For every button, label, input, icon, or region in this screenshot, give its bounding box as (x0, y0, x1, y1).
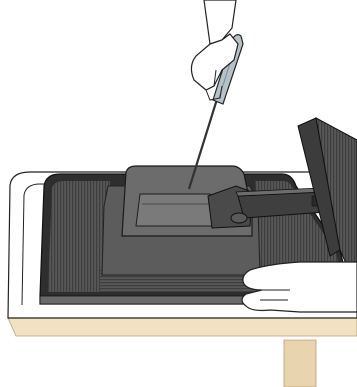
hand-bottom-shape (242, 262, 357, 312)
hand-top (191, 0, 238, 100)
hinge-pivot (231, 213, 247, 223)
table-front-edge (8, 318, 357, 336)
hand-bottom (242, 262, 357, 312)
table-leg (284, 340, 316, 387)
stand-plate-inner (136, 194, 216, 226)
